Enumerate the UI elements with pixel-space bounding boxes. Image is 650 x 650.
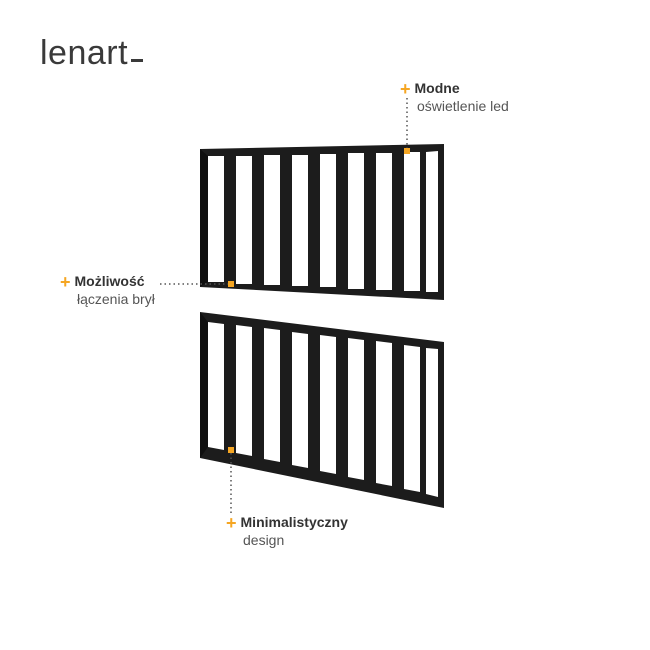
bottom-shelf-module [200, 312, 444, 508]
design-marker [228, 447, 234, 453]
top-shelf-module [200, 144, 444, 300]
feature-led: + Modne oświetlenie led [400, 80, 509, 116]
joint-marker [228, 281, 234, 287]
brand-logo: lenart [40, 34, 144, 73]
feature-design: + Minimalistyczny design [226, 514, 348, 550]
feature-subtitle: design [243, 532, 285, 548]
feature-subtitle: łączenia brył [77, 291, 155, 307]
feature-title: Możliwość [74, 273, 145, 290]
plus-icon: + [226, 513, 237, 533]
feature-joining: + Możliwość łączenia brył [60, 273, 155, 309]
logo-text: lenart [40, 34, 129, 72]
feature-subtitle: oświetlenie led [417, 98, 509, 114]
feature-title: Modne [414, 80, 460, 97]
feature-title: Minimalistyczny [240, 514, 348, 531]
plus-icon: + [60, 272, 71, 292]
logo-underscore [131, 59, 144, 62]
plus-icon: + [400, 79, 411, 99]
led-marker-top [404, 148, 410, 154]
